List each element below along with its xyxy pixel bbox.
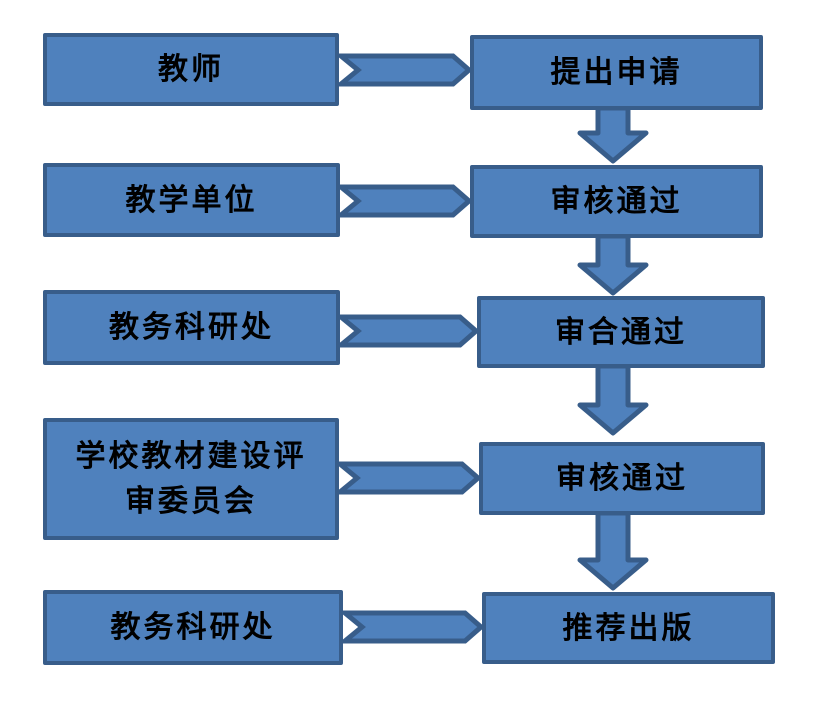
actor-box-teaching-unit: 教学单位 — [43, 163, 340, 237]
right-arrow-icon — [338, 184, 472, 218]
action-label: 审核通过 — [550, 184, 683, 219]
action-box-review-1: 审核通过 — [470, 165, 763, 238]
right-arrow-icon — [338, 314, 479, 348]
right-arrow-icon — [342, 610, 484, 644]
action-label: 推荐出版 — [562, 610, 695, 646]
actor-label: 教务科研处 — [109, 310, 274, 345]
right-arrow-icon — [337, 461, 481, 495]
action-label: 审合通过 — [555, 314, 687, 350]
actor-label: 教师 — [158, 52, 224, 87]
action-label: 审核通过 — [556, 461, 688, 496]
action-box-review-2: 审合通过 — [477, 296, 765, 368]
down-arrow-icon — [577, 366, 649, 436]
actor-label: 教学单位 — [125, 182, 258, 218]
actor-box-academic-office-1: 教务科研处 — [43, 290, 340, 365]
action-box-apply: 提出申请 — [470, 35, 763, 110]
down-arrow-icon — [577, 108, 649, 164]
actor-box-academic-office-2: 教务科研处 — [43, 590, 343, 665]
actor-label: 学校教材建设评 审委员会 — [75, 439, 307, 519]
action-label: 提出申请 — [550, 55, 683, 90]
action-box-publish: 推荐出版 — [482, 592, 775, 664]
action-box-review-3: 审核通过 — [479, 442, 765, 515]
down-arrow-icon — [577, 513, 649, 591]
actor-label: 教务科研处 — [110, 610, 276, 645]
actor-box-review-committee: 学校教材建设评 审委员会 — [43, 418, 339, 540]
right-arrow-icon — [338, 53, 472, 87]
actor-box-teacher: 教师 — [43, 33, 339, 106]
down-arrow-icon — [577, 236, 649, 296]
